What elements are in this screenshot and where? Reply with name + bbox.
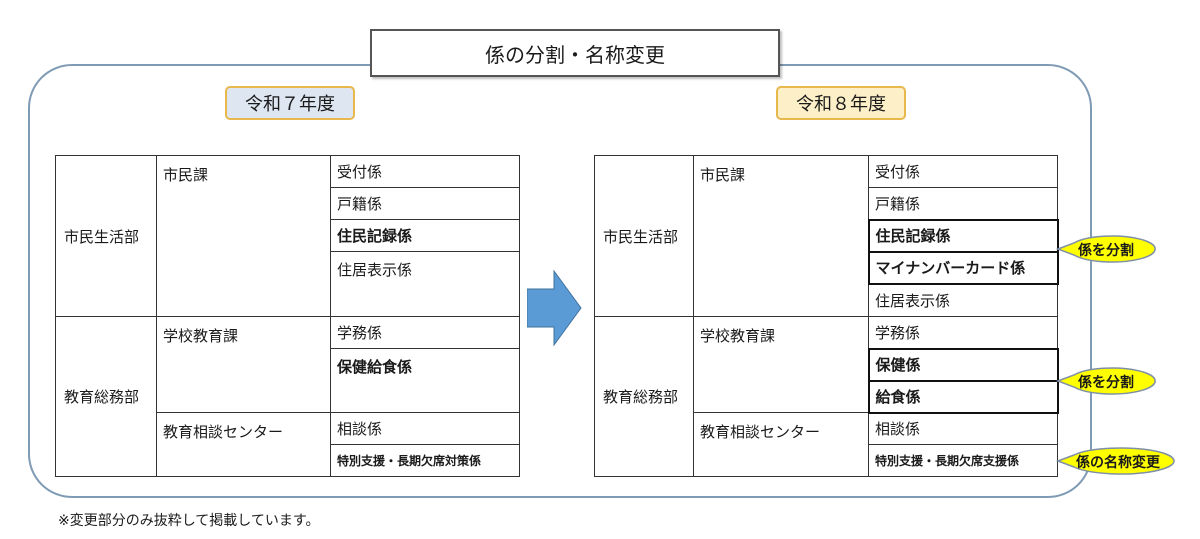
before-row-hoken-kyushoku: 保健給食係: [330, 348, 520, 413]
after-row-mynumber: マイナンバーカード係: [867, 250, 1059, 285]
after-row-uketsuke: 受付係: [868, 155, 1058, 188]
callout-bubble-split-1: [1055, 235, 1156, 263]
before-row-jukyo-hyoji: 住居表示係: [330, 251, 520, 317]
after-section-shimin: 市民課: [693, 155, 869, 317]
callout-label-rename: 係の名称変更: [1076, 455, 1160, 471]
before-row-jumin-kiroku: 住民記録係: [330, 219, 520, 252]
callout-label-split-2: 係を分割: [1078, 375, 1134, 391]
before-section-gakko: 学校教育課: [156, 316, 331, 413]
callout-bubble-split-2: [1055, 367, 1156, 395]
callout-bubble-rename: [1055, 447, 1175, 475]
callout-label-split-1: 係を分割: [1078, 243, 1134, 259]
after-dept-shimin: 市民生活部: [594, 155, 694, 317]
before-dept-kyoiku: 教育総務部: [55, 316, 157, 477]
footnote: ※変更部分のみ抜粋して掲載しています。: [58, 513, 320, 529]
before-row-koseki: 戸籍係: [330, 187, 520, 220]
before-dept-shimin: 市民生活部: [55, 155, 157, 317]
after-row-tokubetsu: 特別支援・長期欠席支援係: [868, 444, 1058, 477]
after-section-gakko: 学校教育課: [693, 316, 869, 413]
right-arrow-icon: [527, 269, 582, 347]
after-row-soudan: 相談係: [868, 412, 1058, 445]
diagram-title: 係の分割・名称変更: [370, 29, 780, 77]
before-section-soudan: 教育相談センター: [156, 412, 331, 477]
before-row-gakumu: 学務係: [330, 316, 520, 349]
after-row-jukyo-hyoji: 住居表示係: [868, 283, 1058, 317]
before-row-tokubetsu: 特別支援・長期欠席対策係: [330, 444, 520, 477]
before-row-uketsuke: 受付係: [330, 155, 520, 188]
before-section-shimin: 市民課: [156, 155, 331, 317]
after-row-gakumu: 学務係: [868, 316, 1058, 349]
before-org-table: 市民生活部 市民課 受付係 戸籍係 住民記録係 住居表示係 教育総務部 学校教育…: [55, 155, 520, 477]
after-section-soudan: 教育相談センター: [693, 412, 869, 477]
after-row-kyushoku: 給食係: [867, 379, 1059, 414]
after-org-table: 市民生活部 市民課 受付係 戸籍係 住民記録係 マイナンバーカード係 住居表示係…: [594, 155, 1059, 477]
after-dept-kyoiku: 教育総務部: [594, 316, 694, 477]
before-year-label: 令和７年度: [225, 86, 355, 120]
after-row-koseki: 戸籍係: [868, 187, 1058, 220]
after-row-hoken: 保健係: [867, 347, 1059, 382]
after-row-jumin-kiroku: 住民記録係: [867, 218, 1059, 253]
after-year-label: 令和８年度: [776, 86, 906, 120]
before-row-soudan: 相談係: [330, 412, 520, 445]
